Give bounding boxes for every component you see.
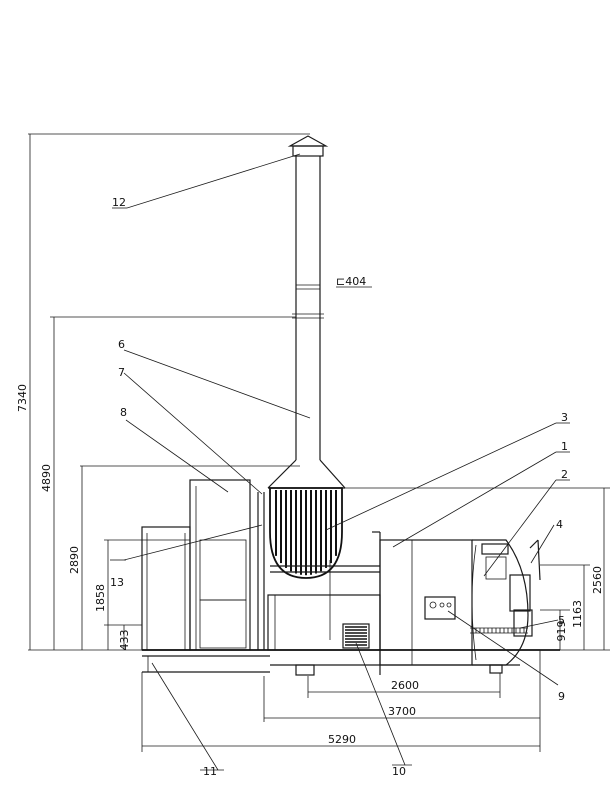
callout-1: 1	[561, 440, 568, 453]
furnace-body	[141, 479, 560, 676]
dimension-lines	[28, 133, 610, 752]
dimension-values: 7340 4890 2890 1858 433 2560 1163 919 26…	[16, 384, 604, 746]
callout-6: 6	[118, 338, 125, 351]
callout-7: 7	[118, 366, 125, 379]
pipe-size-label: ⊏404	[336, 275, 366, 288]
callout-11: 11	[203, 765, 217, 778]
callout-4: 4	[556, 518, 563, 531]
chimney	[267, 135, 346, 489]
combustion-chamber	[269, 487, 343, 579]
callout-9: 9	[558, 690, 565, 703]
dim-7340: 7340	[16, 384, 29, 412]
callout-2: 2	[561, 468, 568, 481]
dim-1163: 1163	[571, 600, 584, 628]
callout-13: 13	[110, 576, 124, 589]
leader-lines	[110, 153, 570, 771]
callout-12: 12	[112, 196, 126, 209]
dim-433: 433	[118, 630, 131, 651]
dim-4890: 4890	[40, 464, 53, 492]
dim-2600: 2600	[391, 679, 419, 692]
callout-5: 5	[558, 614, 565, 627]
dim-3700: 3700	[388, 705, 416, 718]
callout-8: 8	[120, 406, 127, 419]
dim-919: 919	[555, 621, 568, 642]
callout-labels: 1 2 3 4 5 6 7 8 9 10 11 12 13 ⊏404	[110, 196, 568, 778]
callout-10: 10	[392, 765, 406, 778]
callout-3: 3	[561, 411, 568, 424]
dim-1858: 1858	[94, 584, 107, 612]
dim-5290: 5290	[328, 733, 356, 746]
dim-2890: 2890	[68, 546, 81, 574]
dim-2560: 2560	[591, 566, 604, 594]
